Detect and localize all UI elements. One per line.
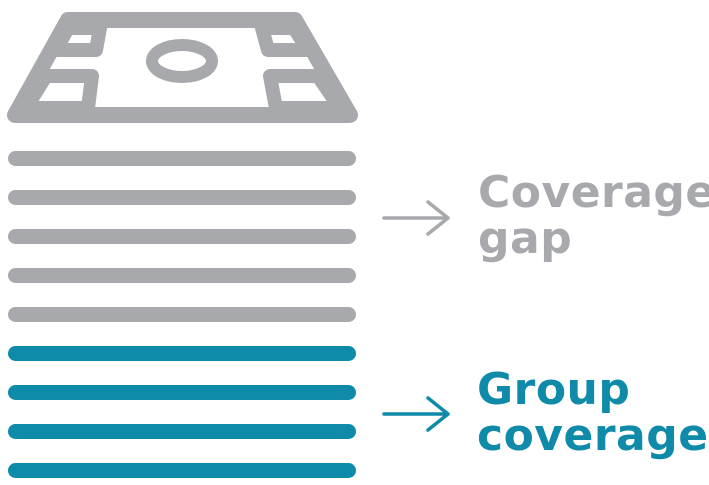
banknote-outline (7, 12, 358, 123)
coverage-gap-label-line-2: gap (478, 213, 573, 264)
corner-notch-bottom-left (19, 69, 99, 115)
group-coverage-bar (8, 346, 356, 361)
group-coverage-label: Group coverage (477, 367, 709, 459)
corner-notch-top-left (49, 21, 107, 57)
gap-bar (8, 307, 356, 322)
group-coverage-bar (8, 424, 356, 439)
gap-bar (8, 151, 356, 166)
gap-bar (8, 229, 356, 244)
gap-bar (8, 268, 356, 283)
coverage-gap-label-line-1: Coverage (478, 167, 709, 218)
banknote-icon (7, 12, 358, 123)
gap-bar (8, 190, 356, 205)
group-coverage-label-line-1: Group (477, 364, 631, 415)
coverage-gap-label: Coverage gap (478, 170, 709, 262)
right-arrow-icon (382, 200, 450, 236)
right-arrow-icon (382, 396, 450, 432)
corner-notch-bottom-right (263, 69, 347, 115)
corner-notch-top-right (255, 21, 315, 57)
group-coverage-bar (8, 463, 356, 478)
center-oval (146, 39, 218, 83)
group-coverage-bar (8, 385, 356, 400)
group-coverage-label-line-2: coverage (477, 410, 709, 461)
